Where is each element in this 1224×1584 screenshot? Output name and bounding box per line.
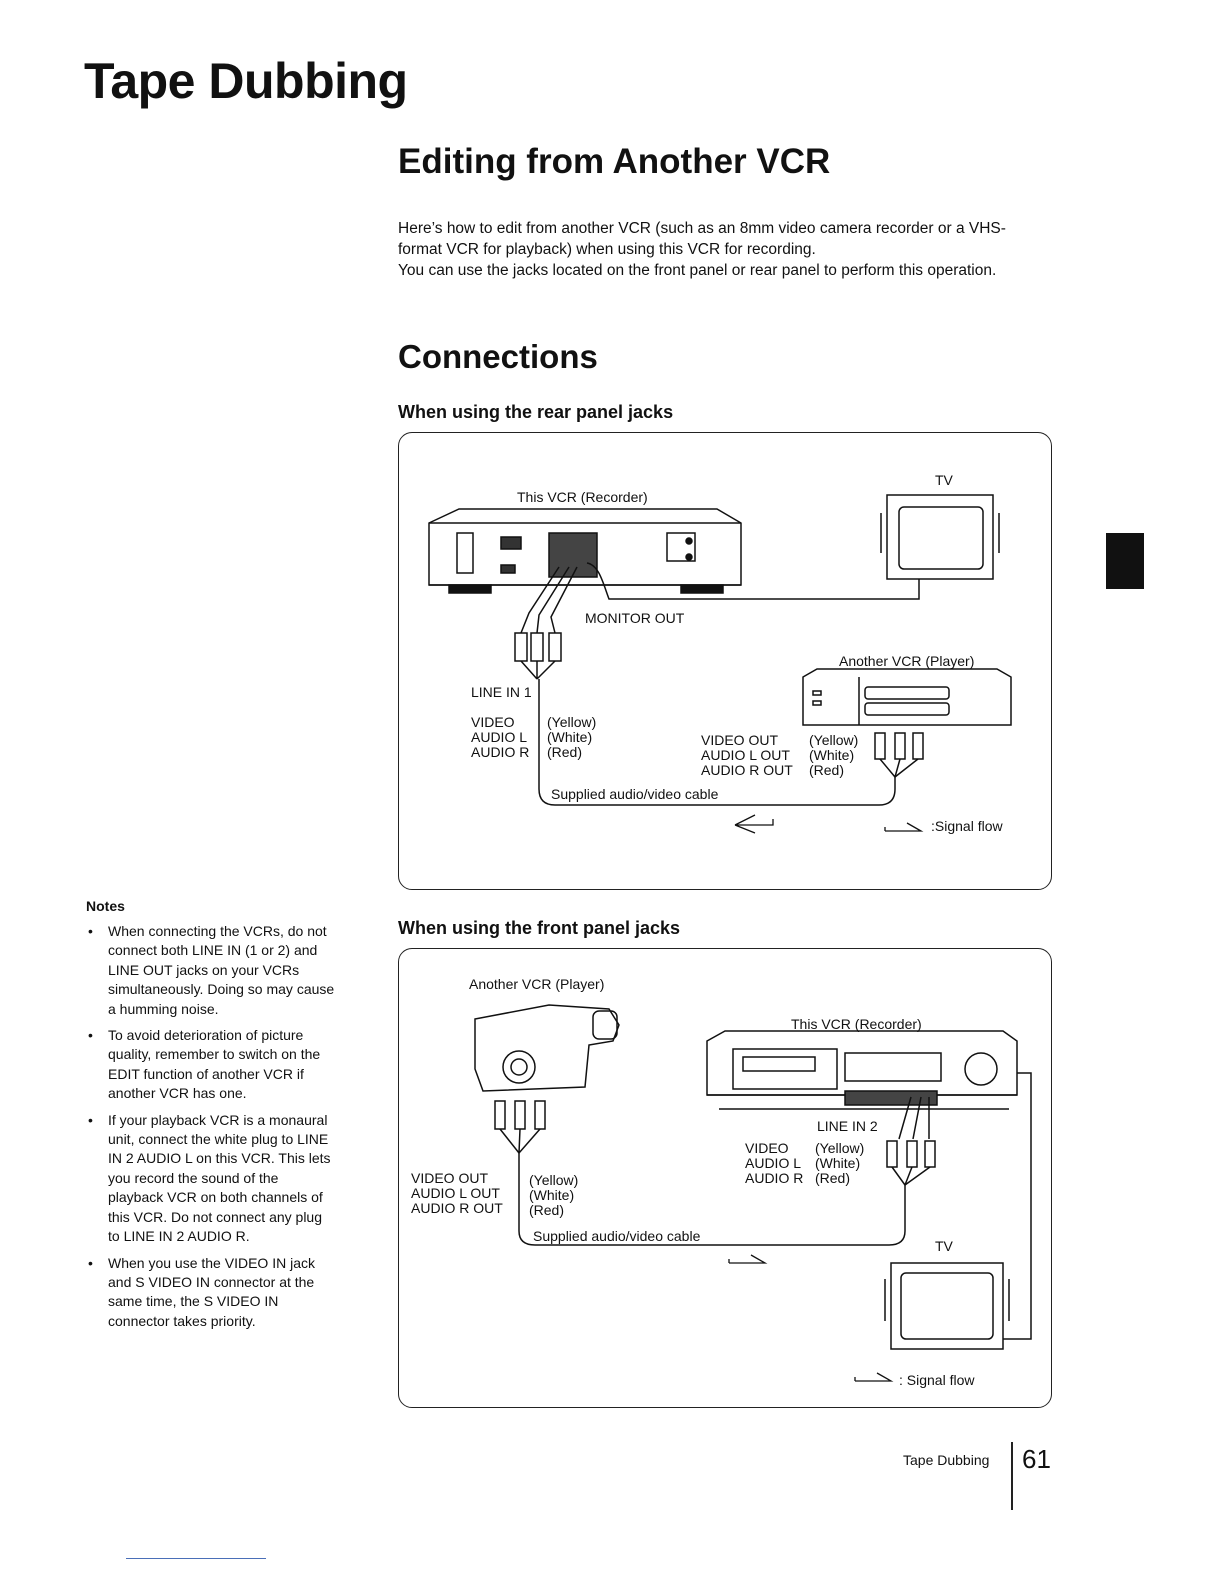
cable-label: Supplied audio/video cable <box>533 1228 701 1244</box>
bottom-divider <box>126 1558 266 1559</box>
notes-list: When connecting the VCRs, do not connect… <box>86 922 336 1338</box>
rear-input-plugs <box>514 632 562 662</box>
note-item: When connecting the VCRs, do not connect… <box>86 922 336 1019</box>
subsection-title: Connections <box>398 338 598 375</box>
this-vcr-front-body <box>706 1030 1018 1096</box>
chapter-thumb-tab <box>1106 533 1144 589</box>
tv-screen <box>900 1272 994 1340</box>
tv-body <box>886 494 994 580</box>
front-panel-illustration <box>474 1004 1032 1382</box>
footer-divider <box>1011 1442 1013 1510</box>
front-supplied-cable <box>518 1153 906 1246</box>
rear-panel-heading: When using the rear panel jacks <box>398 402 674 422</box>
camcorder-plugs <box>494 1100 546 1130</box>
tv-body <box>890 1262 1004 1350</box>
vcr-foot <box>448 584 492 594</box>
line-in-2-label: LINE IN 2 <box>817 1118 878 1134</box>
vcr-foot <box>680 584 724 594</box>
monitor-out-cable <box>586 562 920 600</box>
front-panel-heading: When using the front panel jacks <box>398 918 681 938</box>
intro-text: Here’s how to edit from another VCR (suc… <box>398 218 1048 281</box>
another-vcr-label: Another VCR (Player) <box>469 976 605 992</box>
output-jacks-label: VIDEO OUT AUDIO L OUT AUDIO R OUT <box>701 732 793 778</box>
note-item: If your playback VCR is a monaural unit,… <box>86 1111 336 1247</box>
output-jacks-label: VIDEO OUT AUDIO L OUT AUDIO R OUT <box>411 1170 503 1216</box>
signal-arrow-legend <box>854 1372 894 1382</box>
signal-arrow-left <box>734 814 774 834</box>
page-number: 61 <box>1022 1444 1051 1474</box>
another-vcr-label: Another VCR (Player) <box>839 653 975 669</box>
input-colors-label: (Yellow) (White) (Red) <box>815 1140 865 1186</box>
rear-panel-diagram: This VCR (Recorder) TV MONITOR OUT Anoth… <box>398 432 1052 890</box>
tv-screen <box>898 506 984 570</box>
this-vcr-label: This VCR (Recorder) <box>791 1016 922 1032</box>
tv-label: TV <box>935 1238 953 1254</box>
note-item: When you use the VIDEO IN jack and S VID… <box>86 1254 336 1332</box>
cable-label: Supplied audio/video cable <box>551 786 719 802</box>
line-in-1-label: LINE IN 1 <box>471 684 532 700</box>
intro-paragraph-2: You can use the jacks located on the fro… <box>398 262 997 279</box>
input-jacks-label: VIDEO AUDIO L AUDIO R <box>745 1140 804 1186</box>
output-colors-label: (Yellow) (White) (Red) <box>529 1172 579 1218</box>
note-item: To avoid deterioration of picture qualit… <box>86 1026 336 1104</box>
another-vcr-body <box>802 668 1012 726</box>
rear-supplied-cable <box>538 679 896 806</box>
section-title: Editing from Another VCR <box>398 142 831 181</box>
signal-arrow-legend <box>884 822 924 832</box>
footer-section-label: Tape Dubbing <box>903 1452 990 1468</box>
tv-label: TV <box>935 472 953 488</box>
rear-panel-illustration <box>428 494 1012 834</box>
notes-title: Notes <box>86 898 125 914</box>
input-colors-label: (Yellow) (White) (Red) <box>547 714 597 760</box>
signal-flow-label: :Signal flow <box>931 818 1003 834</box>
input-jacks-label: VIDEO AUDIO L AUDIO R <box>471 714 530 760</box>
chapter-title: Tape Dubbing <box>84 53 408 109</box>
jog-dial <box>964 1052 998 1086</box>
front-jack-panel <box>844 1090 938 1106</box>
front-panel-diagram: Another VCR (Player) This VCR (Recorder)… <box>398 948 1052 1408</box>
signal-arrow-right <box>728 1254 768 1264</box>
this-vcr-label: This VCR (Recorder) <box>517 489 648 505</box>
front-input-plugs <box>886 1140 936 1168</box>
camcorder-body <box>474 1004 620 1092</box>
signal-flow-label: : Signal flow <box>899 1372 975 1388</box>
output-colors-label: (Yellow) (White) (Red) <box>809 732 859 778</box>
monitor-out-label: MONITOR OUT <box>585 610 685 626</box>
intro-paragraph-1: Here’s how to edit from another VCR (suc… <box>398 220 1006 258</box>
tv-cable <box>1003 1072 1032 1340</box>
player-output-plugs <box>874 732 924 760</box>
